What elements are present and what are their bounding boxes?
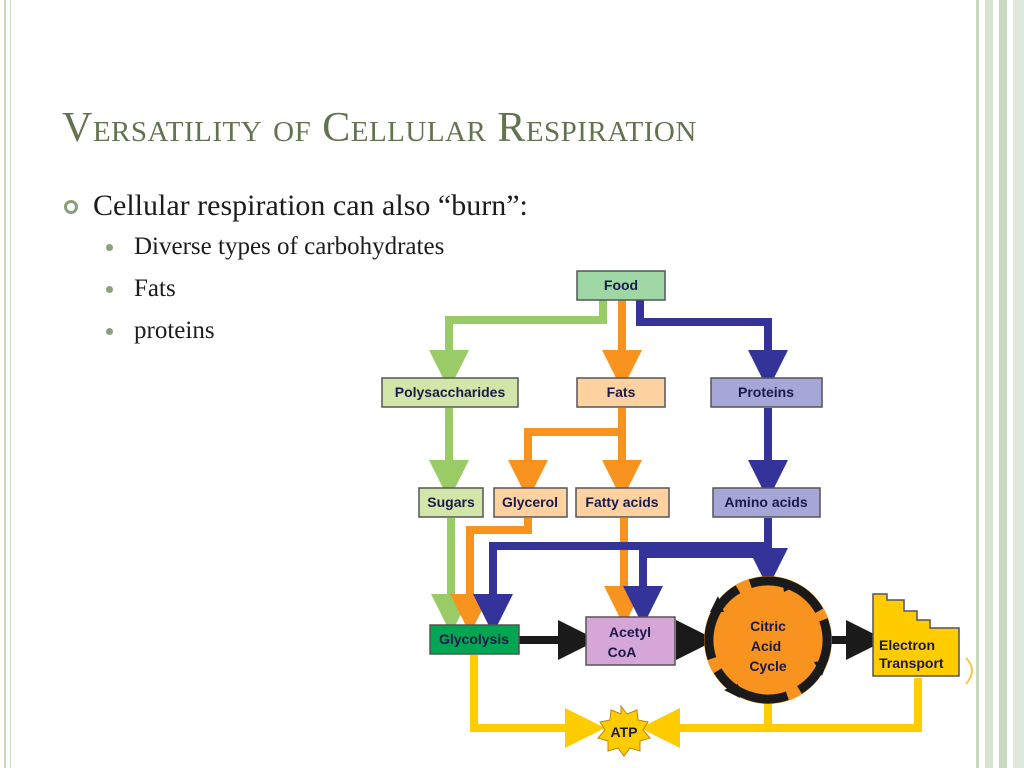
slide-frame-left bbox=[0, 0, 11, 768]
slide-frame-stripe bbox=[1013, 0, 1024, 768]
cycle-arrowhead-icon bbox=[814, 660, 828, 676]
fatty-acids-label: Fatty acids bbox=[585, 494, 658, 510]
cycle-arrows-icon bbox=[704, 576, 832, 704]
dot-bullet-icon bbox=[106, 286, 113, 293]
citric-label-line1: Citric bbox=[750, 618, 786, 634]
slide-frame-stripe bbox=[999, 0, 1007, 768]
cycle-arrowhead-icon bbox=[724, 684, 740, 698]
sub-bullet-text: Diverse types of carbohydrates bbox=[134, 233, 445, 260]
cycle-arrowhead-icon bbox=[710, 596, 724, 612]
sugars-label: Sugars bbox=[427, 494, 475, 510]
citric-label-line2: Acid bbox=[751, 638, 781, 654]
glycolysis-box: Glycolysis bbox=[429, 624, 520, 655]
acetyl-coa-label-line1: Acetyl bbox=[609, 624, 651, 640]
sub-bullet: Diverse types of carbohydrates bbox=[62, 226, 528, 268]
food-label: Food bbox=[604, 277, 638, 293]
sub-bullet-text: proteins bbox=[134, 317, 215, 344]
proteins-box: Proteins bbox=[710, 377, 823, 408]
sub-bullet: Fats bbox=[62, 268, 528, 310]
dot-bullet-icon bbox=[106, 244, 113, 251]
fats-box: Fats bbox=[576, 377, 666, 408]
atp-label: ATP bbox=[611, 724, 638, 740]
amino-acids-box: Amino acids bbox=[712, 487, 821, 518]
cycle-arrowhead-icon bbox=[782, 578, 798, 592]
polysaccharides-box: Polysaccharides bbox=[381, 377, 519, 408]
glycolysis-label: Glycolysis bbox=[439, 631, 509, 647]
dot-bullet-icon bbox=[106, 328, 113, 335]
glycerol-box: Glycerol bbox=[493, 487, 568, 518]
citric-acid-cycle: Citric Acid Cycle bbox=[704, 576, 832, 704]
bullet-list: Cellular respiration can also “burn”: Di… bbox=[62, 186, 528, 352]
fat-arrows bbox=[450, 300, 644, 634]
atp-burst: ATP bbox=[597, 704, 651, 757]
slide-frame-stripe bbox=[985, 0, 993, 768]
electron-transport-box: Electron Transport bbox=[872, 593, 960, 677]
acetyl-coa-label-line2: CoA bbox=[608, 644, 637, 660]
glycerol-label: Glycerol bbox=[502, 494, 558, 510]
sub-bullet-text: Fats bbox=[134, 275, 176, 302]
polysaccharides-label: Polysaccharides bbox=[395, 384, 506, 400]
protein-arrows bbox=[473, 300, 788, 634]
slide-frame-stripe bbox=[976, 0, 979, 768]
slide-title: Versatility of Cellular Respiration bbox=[62, 105, 697, 151]
main-bullet: Cellular respiration can also “burn”: bbox=[62, 186, 528, 226]
acetyl-coa-box: Acetyl CoA bbox=[585, 616, 676, 666]
fats-label: Fats bbox=[607, 384, 636, 400]
sub-bullet: proteins bbox=[62, 310, 528, 352]
main-bullet-text: Cellular respiration can also “burn”: bbox=[93, 189, 528, 222]
atp-arrows bbox=[470, 655, 922, 748]
amino-acids-label: Amino acids bbox=[724, 494, 807, 510]
ring-bullet-icon bbox=[64, 200, 78, 214]
proteins-label: Proteins bbox=[738, 384, 794, 400]
food-box: Food bbox=[576, 270, 666, 301]
fatty-acids-box: Fatty acids bbox=[575, 487, 670, 518]
electron-transport-label-line1: Electron bbox=[879, 637, 935, 653]
decorative-arc-icon bbox=[965, 657, 973, 685]
citric-label-line3: Cycle bbox=[749, 658, 787, 674]
sugars-box: Sugars bbox=[418, 487, 484, 518]
electron-transport-label-line2: Transport bbox=[879, 655, 944, 671]
